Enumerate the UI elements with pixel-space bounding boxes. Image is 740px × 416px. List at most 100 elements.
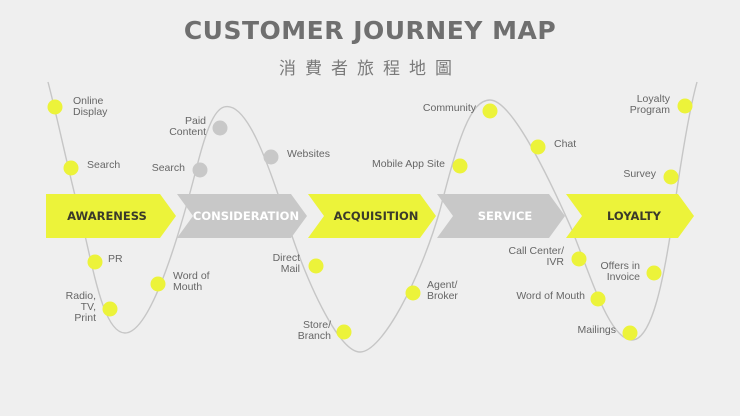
stage-chevron-acquisition (308, 194, 436, 238)
touchpoint-label: Search (152, 162, 185, 174)
touchpoint-label-line: Chat (554, 138, 576, 150)
touchpoint-label-line: Loyalty (637, 93, 671, 105)
touchpoint-label-line: Agent/ (427, 279, 457, 291)
touchpoint: Agent/Broker (405, 279, 458, 302)
stage-chevron-awareness (46, 194, 176, 238)
touchpoint-label-line: Community (423, 102, 477, 114)
stage-label: LOYALTY (607, 209, 662, 223)
touchpoint-label: Word of Mouth (516, 290, 585, 302)
touchpoint: Search (152, 162, 208, 178)
touchpoint-dot (263, 149, 279, 165)
stage-chevron-loyalty (566, 194, 694, 238)
touchpoint-dot (530, 139, 546, 155)
touchpoint: Radio,TV,Print (66, 290, 118, 324)
touchpoint-label: Chat (554, 138, 576, 150)
touchpoint-label-line: Print (74, 312, 96, 324)
touchpoint-label-line: Call Center/ (509, 245, 565, 257)
touchpoint-label: Agent/Broker (427, 279, 458, 302)
stage-label: AWARENESS (67, 209, 147, 223)
touchpoint-dot (646, 265, 662, 281)
touchpoint: Word of Mouth (516, 290, 606, 307)
touchpoint-label-line: Word of (173, 270, 210, 282)
touchpoint-label-line: Survey (623, 168, 656, 180)
touchpoint: Store/Branch (298, 319, 352, 342)
touchpoint-label: Mobile App Site (372, 158, 445, 170)
touchpoint-label: PR (108, 253, 123, 265)
touchpoint-dot (308, 258, 324, 274)
touchpoint-label-line: PR (108, 253, 123, 265)
touchpoint-dot (677, 98, 693, 114)
touchpoint-label-line: Broker (427, 290, 458, 302)
touchpoint-label-line: TV, (81, 301, 96, 313)
touchpoint-label-line: Mailings (577, 324, 616, 336)
touchpoint-label-line: Word of Mouth (516, 290, 585, 302)
touchpoint-dot (482, 103, 498, 119)
touchpoint-label: Radio,TV,Print (66, 290, 96, 324)
touchpoint-dot (590, 291, 606, 307)
touchpoint-dot (452, 158, 468, 174)
touchpoint: Search (63, 159, 120, 176)
touchpoint-label: Community (423, 102, 477, 114)
touchpoint: Mobile App Site (372, 158, 468, 174)
touchpoint-label-line: Mail (281, 263, 300, 275)
touchpoint-label-line: Content (169, 126, 206, 138)
touchpoint-label-line: Program (630, 104, 671, 116)
touchpoint-label-line: Paid (185, 115, 206, 127)
touchpoint-dot (571, 251, 587, 267)
touchpoint-dot (336, 324, 352, 340)
touchpoint-dot (47, 99, 63, 115)
touchpoint: Mailings (577, 324, 638, 341)
touchpoint-label-line: Direct (273, 252, 301, 264)
touchpoint: Call Center/IVR (509, 245, 587, 268)
stage-label: SERVICE (478, 209, 533, 223)
touchpoint-dot (212, 120, 228, 136)
stage-chevron-consideration (177, 194, 307, 238)
touchpoint-dot (63, 160, 79, 176)
touchpoint-label: Mailings (577, 324, 616, 336)
touchpoint-dot (150, 276, 166, 292)
touchpoint-label-line: Search (152, 162, 185, 174)
touchpoint-label-line: Websites (287, 148, 330, 160)
touchpoint: PR (87, 253, 123, 270)
touchpoint: Survey (623, 168, 679, 185)
touchpoint-label-line: Mobile App Site (372, 158, 445, 170)
touchpoint: Websites (263, 148, 330, 165)
touchpoint-dot (663, 169, 679, 185)
touchpoint-label: Websites (287, 148, 330, 160)
touchpoint-dot (102, 301, 118, 317)
touchpoint-dot (87, 254, 103, 270)
touchpoint-label-line: Invoice (607, 271, 640, 283)
touchpoint: Community (423, 102, 498, 119)
touchpoint-label: Search (87, 159, 120, 171)
touchpoint-label-line: Display (73, 106, 108, 118)
stage-chevron-service (437, 194, 565, 238)
touchpoint-dot (622, 325, 638, 341)
touchpoint: Chat (530, 138, 576, 155)
stage-label: CONSIDERATION (193, 209, 299, 223)
touchpoint-dot (192, 162, 208, 178)
touchpoint-label: Store/Branch (298, 319, 331, 342)
touchpoint-label-line: Online (73, 95, 104, 107)
touchpoint-label-line: Branch (298, 330, 331, 342)
touchpoint-dot (405, 285, 421, 301)
touchpoint-label-line: Store/ (303, 319, 331, 331)
touchpoint-label: Survey (623, 168, 656, 180)
touchpoint-label-line: IVR (546, 256, 564, 268)
touchpoint-label-line: Radio, (66, 290, 96, 302)
touchpoint-label: Call Center/IVR (509, 245, 565, 268)
touchpoint-label-line: Offers in (601, 260, 641, 272)
